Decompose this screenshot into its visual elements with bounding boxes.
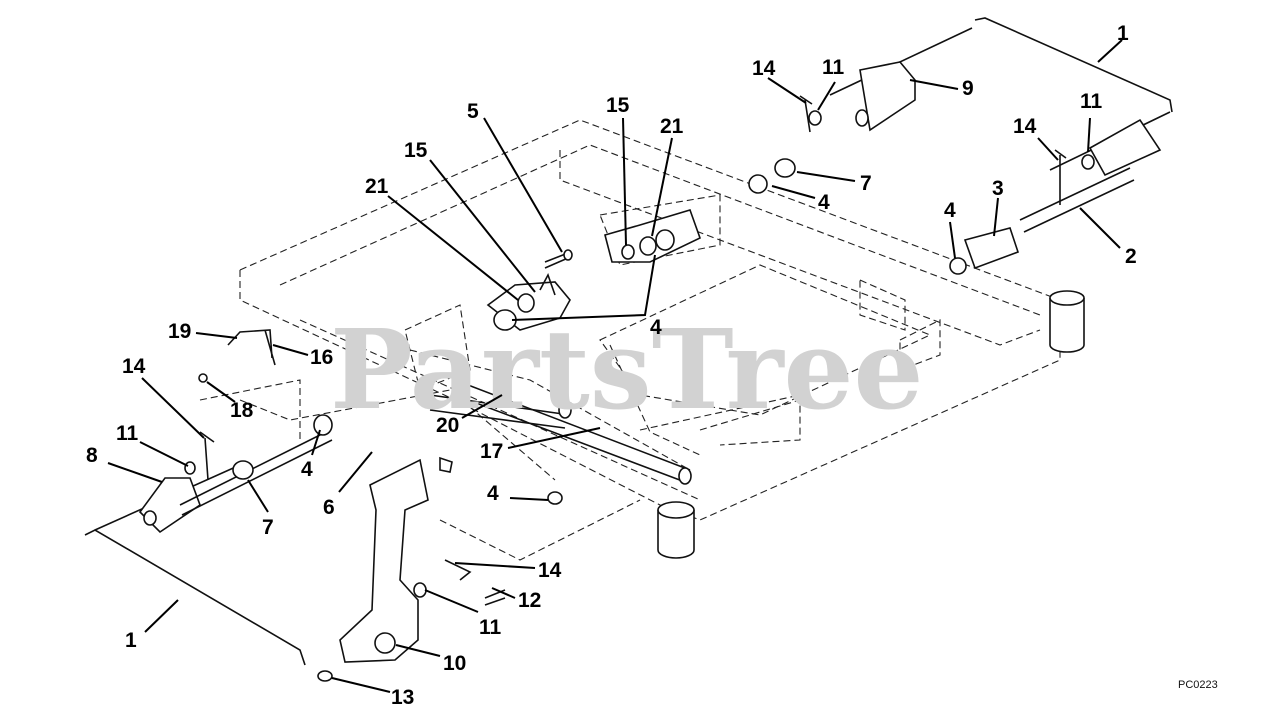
callout-17: 17 (480, 440, 503, 463)
callout-14-left: 14 (122, 355, 146, 378)
callout-1-lower: 1 (125, 629, 137, 652)
callout-12: 12 (518, 589, 541, 612)
callout-11-right: 11 (1080, 90, 1103, 113)
callout-19: 19 (168, 320, 191, 343)
callout-13: 13 (391, 686, 414, 709)
callout-11-lower: 11 (479, 616, 502, 639)
callout-4-left: 4 (301, 458, 313, 481)
callout-8: 8 (86, 444, 98, 467)
left-assembly (84, 329, 453, 666)
callout-labels: 1 1 2 3 4 4 4 4 4 5 6 7 7 8 9 10 11 11 1… (86, 22, 1137, 709)
callout-4-right: 4 (944, 199, 956, 222)
callout-14-top: 14 (752, 57, 776, 80)
callout-14-lower: 14 (538, 559, 562, 582)
callout-15-left: 15 (404, 139, 428, 162)
callout-9: 9 (962, 77, 974, 100)
callout-4-center: 4 (650, 316, 662, 339)
callout-6: 6 (323, 496, 335, 519)
callout-1-upper: 1 (1117, 22, 1129, 45)
leader-lines (107, 39, 1123, 693)
callout-7-left: 7 (262, 516, 274, 539)
callout-7-right: 7 (860, 172, 872, 195)
watermark: PartsTree (330, 305, 924, 434)
callout-4-lower: 4 (487, 482, 499, 505)
frame-posts (429, 290, 1085, 559)
callout-10: 10 (443, 652, 466, 675)
callout-2: 2 (1125, 245, 1137, 268)
callout-20: 20 (436, 414, 459, 437)
callout-11-left: 11 (116, 422, 139, 445)
drawing-code: PC0223 (1178, 679, 1218, 691)
lower-bracket (317, 458, 563, 682)
callout-18: 18 (230, 399, 254, 422)
callout-15-center: 15 (606, 94, 630, 117)
callout-21-center: 21 (660, 115, 684, 138)
callout-21-left: 21 (365, 175, 389, 198)
callout-3: 3 (992, 177, 1004, 200)
callout-14-right: 14 (1013, 115, 1037, 138)
callout-16: 16 (310, 346, 333, 369)
callout-11-top: 11 (822, 56, 845, 79)
callout-5: 5 (467, 100, 479, 123)
callout-4-upper: 4 (818, 191, 830, 214)
